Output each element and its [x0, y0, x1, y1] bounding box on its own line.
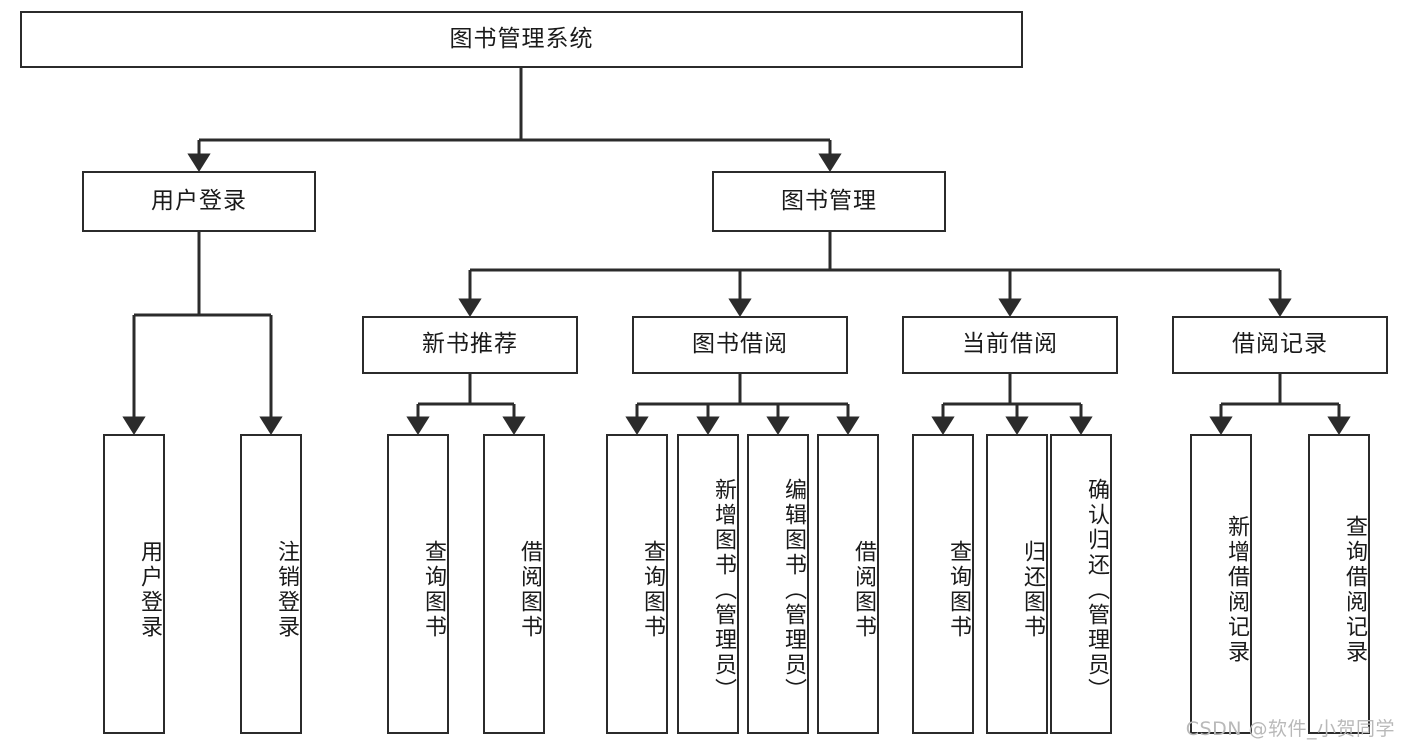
node-leaf-borrow-book-2[interactable]: 借阅图书: [817, 434, 879, 734]
node-current-borrow[interactable]: 当前借阅: [902, 316, 1118, 374]
node-leaf-user-login[interactable]: 用户登录: [103, 434, 165, 734]
node-leaf-query-book-1[interactable]: 查询图书: [387, 434, 449, 734]
node-book-manage[interactable]: 图书管理: [712, 171, 946, 232]
node-leaf-borrow-book-1[interactable]: 借阅图书: [483, 434, 545, 734]
node-borrow-record[interactable]: 借阅记录: [1172, 316, 1388, 374]
node-leaf-user-logout[interactable]: 注销登录: [240, 434, 302, 734]
node-leaf-confirm-return-admin[interactable]: 确认归还（管理员）: [1050, 434, 1112, 734]
node-leaf-query-book-2[interactable]: 查询图书: [606, 434, 668, 734]
node-leaf-add-borrow-record[interactable]: 新增借阅记录: [1190, 434, 1252, 734]
node-leaf-edit-book-admin[interactable]: 编辑图书（管理员）: [747, 434, 809, 734]
node-leaf-add-book-admin[interactable]: 新增图书（管理员）: [677, 434, 739, 734]
node-root-图书管理系统[interactable]: 图书管理系统: [20, 11, 1023, 68]
node-new-book-rec[interactable]: 新书推荐: [362, 316, 578, 374]
node-book-borrow[interactable]: 图书借阅: [632, 316, 848, 374]
watermark-text: CSDN @软件_小贺同学: [1185, 718, 1395, 740]
node-leaf-return-book[interactable]: 归还图书: [986, 434, 1048, 734]
node-user-login[interactable]: 用户登录: [82, 171, 316, 232]
node-leaf-query-borrow-record[interactable]: 查询借阅记录: [1308, 434, 1370, 734]
node-leaf-query-book-3[interactable]: 查询图书: [912, 434, 974, 734]
